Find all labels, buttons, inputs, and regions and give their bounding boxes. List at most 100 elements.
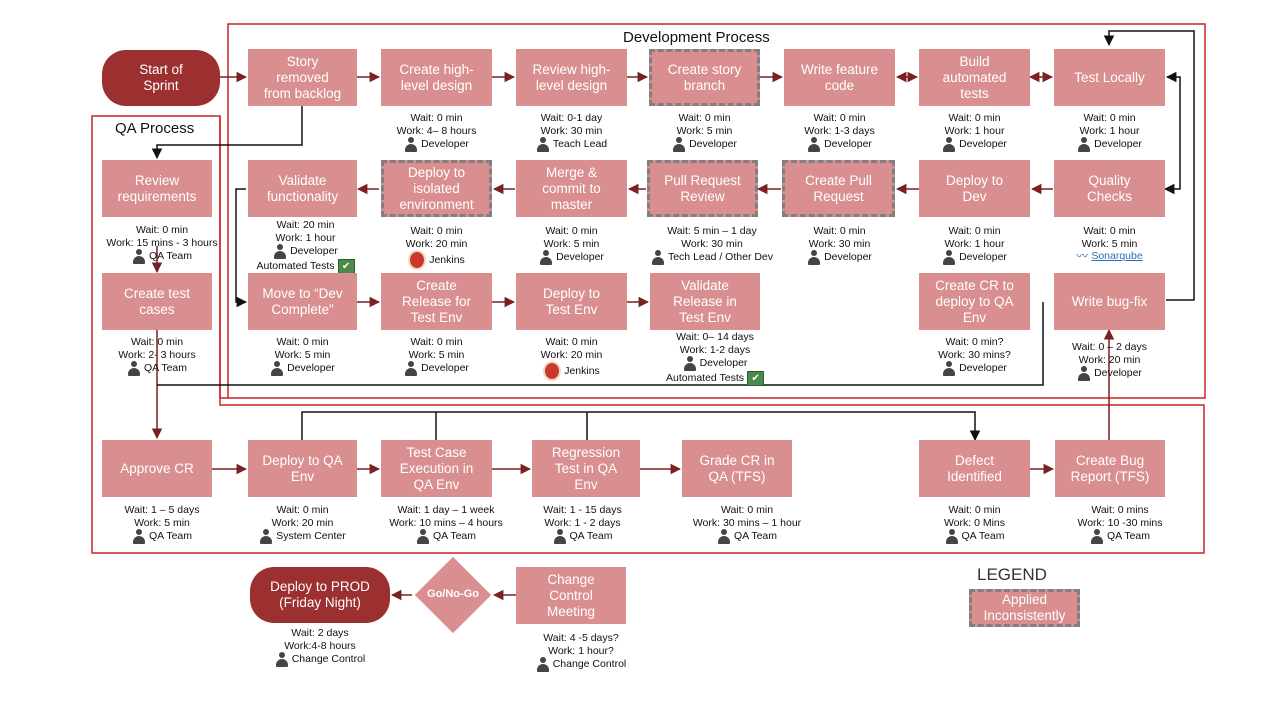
feature-code-node: Write feature code [784, 49, 895, 106]
person-icon [273, 244, 287, 259]
approve-cr-node: Approve CR [102, 440, 212, 497]
qa-process-frame [91, 115, 1205, 554]
create-test-cases-node: Create test cases [102, 273, 212, 330]
review-design-node: Review high- level design [516, 49, 627, 106]
jenkins-icon [543, 361, 562, 381]
qa-process-title: QA Process [115, 120, 195, 137]
deploy-prod-node: Deploy to PROD (Friday Night) [250, 567, 390, 623]
automated-tests-icon: ✔ [337, 259, 355, 274]
person-icon [1077, 366, 1091, 381]
defect-identified-node: Defect Identified [919, 440, 1030, 497]
person-icon [672, 137, 686, 152]
test-locally-node: Test Locally [1054, 49, 1165, 106]
legend-applied-inconsistently: Applied Inconsistently [969, 589, 1080, 627]
jenkins-icon [408, 250, 427, 270]
person-icon [275, 652, 289, 667]
bug-fix-node: Write bug-fix [1054, 273, 1165, 330]
person-icon [132, 529, 146, 544]
person-icon [807, 250, 821, 265]
person-icon [1090, 529, 1104, 544]
validate-functionality-node: Validate functionality [248, 160, 357, 217]
deploy-isolated-node: Deploy to isolated environment [381, 160, 492, 217]
merge-node: Merge & commit to master [516, 160, 627, 217]
person-icon [132, 249, 146, 264]
create-release-node: Create Release for Test Env [381, 273, 492, 330]
person-icon [1077, 137, 1091, 152]
change-control-meta: Wait: 4 -5 days?Work: 1 hour? Change Con… [516, 632, 646, 672]
story-branch-node: Create story branch [649, 49, 760, 106]
person-icon [945, 529, 959, 544]
create-cr-meta: Wait: 0 min?Work: 30 mins? Developer [938, 336, 1011, 376]
bug-report-node: Create Bug Report (TFS) [1055, 440, 1165, 497]
create-cr-node: Create CR to deploy to QA Env [919, 273, 1030, 330]
deploy-qa-node: Deploy to QA Env [248, 440, 357, 497]
validate-release-node: Validate Release in Test Env [650, 273, 760, 330]
dev-complete-node: Move to “Dev Complete” [248, 273, 357, 330]
person-icon [536, 657, 550, 672]
person-icon [270, 361, 284, 376]
person-icon [942, 137, 956, 152]
legend-title: LEGEND [977, 565, 1047, 584]
change-control-node: Change Control Meeting [516, 567, 626, 624]
quality-checks-node: Quality Checks [1054, 160, 1165, 217]
create-pr-node: Create Pull Request [782, 160, 895, 217]
person-icon [683, 356, 697, 371]
person-icon [942, 250, 956, 265]
person-icon [404, 361, 418, 376]
deploy-dev-node: Deploy to Dev [919, 160, 1030, 217]
dev-process-frame [227, 23, 1206, 399]
person-icon [127, 361, 141, 376]
person-icon [536, 137, 550, 152]
person-icon [416, 529, 430, 544]
pr-review-node: Pull Request Review [647, 160, 758, 217]
auto-tests-node: Build automated tests [919, 49, 1030, 106]
dev-process-title: Development Process [623, 29, 770, 46]
regression-test-node: Regression Test in QA Env [532, 440, 640, 497]
person-icon [717, 529, 731, 544]
person-icon [404, 137, 418, 152]
sonarqube-icon: 〰 [1076, 249, 1089, 263]
person-icon [553, 529, 567, 544]
start-of-sprint-node: Start of Sprint [102, 50, 220, 106]
deploy-test-node: Deploy to Test Env [516, 273, 627, 330]
person-icon [539, 250, 553, 265]
automated-tests-icon: ✔ [747, 371, 765, 386]
person-icon [942, 361, 956, 376]
person-icon [259, 529, 273, 544]
hl-design-node: Create high- level design [381, 49, 492, 106]
go-no-go-label: Go/No-Go [427, 588, 479, 600]
review-requirements-node: Review requirements [102, 160, 212, 217]
story-removed-node: Story removed from backlog [248, 49, 357, 106]
grade-cr-node: Grade CR in QA (TFS) [682, 440, 792, 497]
person-icon [651, 250, 665, 265]
test-execution-node: Test Case Execution in QA Env [381, 440, 492, 497]
